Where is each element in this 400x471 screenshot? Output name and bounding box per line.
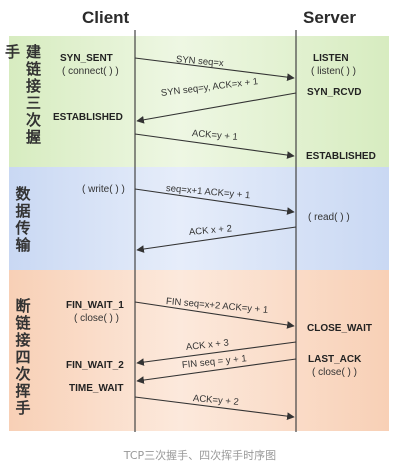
phase-label-teardown: 断链接四次挥手 <box>13 297 32 417</box>
state-time-wait: TIME_WAIT <box>69 383 124 394</box>
client-header: Client <box>82 8 130 27</box>
state-client-established: ESTABLISHED <box>53 112 123 123</box>
phase-label-data-transfer: 数据传输 <box>13 186 32 254</box>
call-write: ( write( ) ) <box>82 184 125 195</box>
state-close-wait: CLOSE_WAIT <box>307 323 373 334</box>
call-client-close: ( close( ) ) <box>74 313 119 324</box>
state-last-ack: LAST_ACK <box>308 354 362 365</box>
state-fin-wait-1: FIN_WAIT_1 <box>66 300 124 311</box>
call-server-close: ( close( ) ) <box>312 367 357 378</box>
state-server-established: ESTABLISHED <box>306 151 376 162</box>
teardown-phase-band <box>9 270 389 431</box>
arrow-final-ack <box>134 396 295 420</box>
state-syn-rcvd: SYN_RCVD <box>307 87 362 98</box>
call-read: ( read( ) ) <box>308 212 350 223</box>
arrow-syn-ack <box>136 92 297 124</box>
handshake-phase-band <box>9 36 389 167</box>
arrow-fin-2 <box>136 358 297 384</box>
arrow-fin-1 <box>134 301 295 329</box>
call-connect: ( connect( ) ) <box>62 66 119 77</box>
state-fin-wait-2: FIN_WAIT_2 <box>66 360 124 371</box>
call-listen: ( listen( ) ) <box>311 66 356 77</box>
arrow-data <box>134 188 295 215</box>
arrow-ack <box>134 133 295 159</box>
arrow-data-ack <box>136 226 297 253</box>
state-syn-sent: SYN_SENT <box>60 53 113 64</box>
state-listen: LISTEN <box>313 53 349 64</box>
arrow-syn <box>134 57 295 81</box>
arrow-ack-x3 <box>136 341 297 366</box>
figure-caption: TCP三次握手、四次挥手时序图 <box>123 449 277 462</box>
server-header: Server <box>303 8 356 27</box>
data-transfer-phase-band <box>9 167 389 270</box>
